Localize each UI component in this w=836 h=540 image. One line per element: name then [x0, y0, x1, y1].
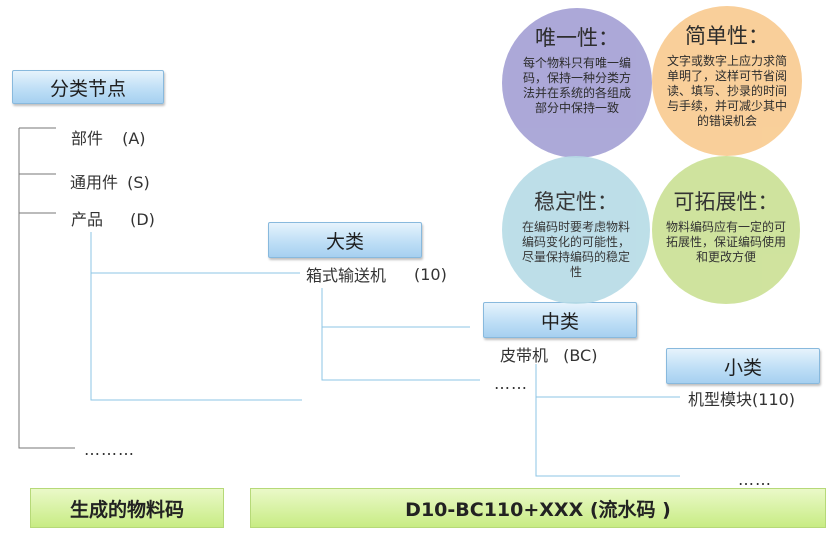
root-node-label: 分类节点 — [49, 77, 126, 100]
level3-title: 小类 — [723, 356, 762, 379]
root-node-box: 分类节点 — [12, 70, 164, 104]
level1-box: 大类 — [268, 222, 422, 258]
principle-uniqueness-body: 每个物料只有唯一编码，保持一种分类方法并在系统的各组成部分中保持一致 — [522, 56, 631, 115]
category-common-code: (S) — [127, 173, 150, 192]
level2-item: 皮带机 (BC) — [500, 342, 597, 366]
level3-item: 机型模块(110) — [688, 386, 795, 410]
generated-code-value-box: D10-BC110+XXX (流水码 ) — [250, 488, 826, 528]
level1-item: 箱式输送机 — [306, 266, 387, 285]
level2-box: 中类 — [483, 302, 637, 338]
principle-stability-body: 在编码时要考虑物料编码变化的可能性，尽量保持编码的稳定性 — [521, 220, 630, 279]
root-trunk-line — [18, 128, 75, 449]
principle-simplicity-title: 简单性： — [685, 24, 769, 48]
principle-extensibility-title: 可拓展性： — [673, 190, 779, 214]
principle-stability-title: 稳定性： — [534, 190, 618, 214]
principle-extensibility-body: 物料编码应有一定的可拓展性，保证编码使用和更改方便 — [666, 220, 787, 264]
level3-item-name: 机型模块 — [688, 390, 753, 409]
principle-stability: 稳定性： 在编码时要考虑物料编码变化的可能性，尽量保持编码的稳定性 — [502, 156, 650, 304]
generated-code-value: D10-BC110+XXX (流水码 ) — [405, 498, 671, 521]
level3-more-ellipsis: …… — [738, 470, 772, 489]
category-parts: 部件 (A) — [71, 125, 146, 149]
level3-item-code: (110) — [752, 390, 796, 409]
level1-code: (10) — [414, 265, 447, 284]
category-common: 通用件 (S) — [70, 169, 150, 193]
level2-item-code: (BC) — [563, 346, 598, 365]
generated-code-label: 生成的物料码 — [69, 498, 184, 521]
principle-uniqueness: 唯一性： 每个物料只有唯一编码，保持一种分类方法并在系统的各组成部分中保持一致 — [502, 8, 652, 158]
category-products-name: 产品 — [71, 210, 104, 229]
products-branch-line — [90, 232, 302, 401]
principle-simplicity: 简单性： 文字或数字上应力求简单明了，这样可节省阅读、填写、抄录的时间与手续，并… — [652, 6, 802, 156]
level1-branch-line — [321, 288, 480, 381]
level2-more-ellipsis: …… — [494, 374, 528, 393]
level2-item-name: 皮带机 — [500, 346, 549, 365]
level2-title: 中类 — [540, 310, 579, 333]
principle-uniqueness-title: 唯一性： — [535, 26, 619, 50]
level2-branch-line — [535, 364, 680, 477]
category-parts-name: 部件 — [71, 129, 104, 148]
level1-title: 大类 — [325, 230, 364, 253]
principle-simplicity-body: 文字或数字上应力求简单明了，这样可节省阅读、填写、抄录的时间与手续，并可减少其中… — [666, 54, 787, 128]
generated-code-label-box: 生成的物料码 — [30, 488, 224, 528]
category-parts-code: (A) — [122, 129, 146, 148]
root-more-ellipsis: ……… — [84, 440, 135, 459]
level3-box: 小类 — [666, 348, 820, 384]
principle-extensibility: 可拓展性： 物料编码应有一定的可拓展性，保证编码使用和更改方便 — [652, 156, 800, 304]
category-products: 产品 (D) — [71, 206, 155, 230]
category-common-name: 通用件 — [70, 173, 119, 192]
category-products-code: (D) — [130, 210, 155, 229]
